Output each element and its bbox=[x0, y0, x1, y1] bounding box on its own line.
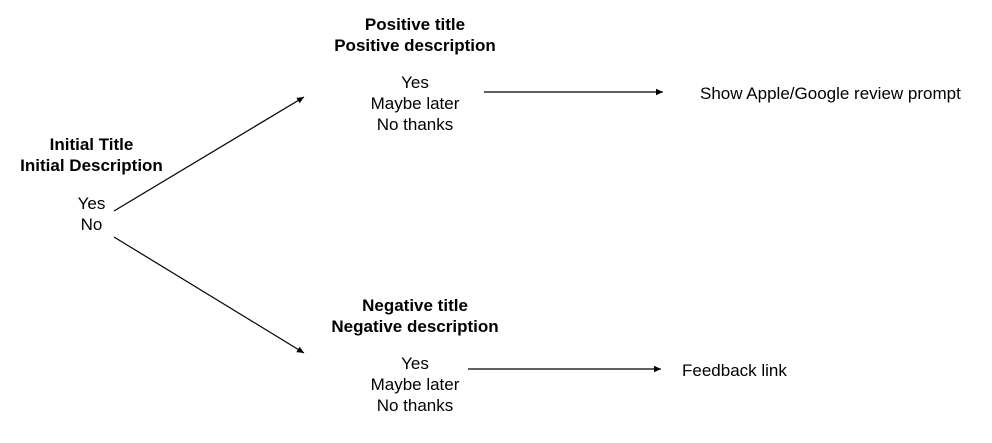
positive-options: Yes Maybe later No thanks bbox=[315, 72, 515, 135]
positive-description: Positive description bbox=[334, 36, 496, 55]
arrow-no-to-negative bbox=[113, 236, 305, 354]
initial-option-yes[interactable]: Yes bbox=[77, 194, 106, 213]
review-prompt-outcome: Show Apple/Google review prompt bbox=[700, 84, 961, 103]
negative-description: Negative description bbox=[331, 317, 499, 336]
positive-node: Positive title Positive description Yes … bbox=[315, 14, 515, 135]
initial-title: Initial Title bbox=[49, 135, 134, 154]
positive-option-yes[interactable]: Yes bbox=[401, 73, 429, 92]
initial-option-no[interactable]: No bbox=[80, 215, 103, 234]
negative-option-maybe-later[interactable]: Maybe later bbox=[370, 375, 460, 394]
negative-title: Negative title bbox=[362, 296, 468, 315]
negative-node: Negative title Negative description Yes … bbox=[315, 295, 515, 416]
initial-options: Yes No bbox=[0, 193, 183, 235]
positive-title: Positive title bbox=[364, 15, 466, 34]
negative-option-yes[interactable]: Yes bbox=[401, 354, 429, 373]
negative-options: Yes Maybe later No thanks bbox=[315, 353, 515, 416]
arrow-yes-to-positive bbox=[113, 96, 305, 212]
initial-description: Initial Description bbox=[20, 156, 163, 175]
negative-option-no-thanks[interactable]: No thanks bbox=[376, 396, 454, 415]
initial-node: Initial Title Initial Description Yes No bbox=[0, 134, 183, 235]
positive-option-no-thanks[interactable]: No thanks bbox=[376, 115, 454, 134]
positive-option-maybe-later[interactable]: Maybe later bbox=[370, 94, 460, 113]
feedback-link-outcome: Feedback link bbox=[682, 361, 787, 380]
